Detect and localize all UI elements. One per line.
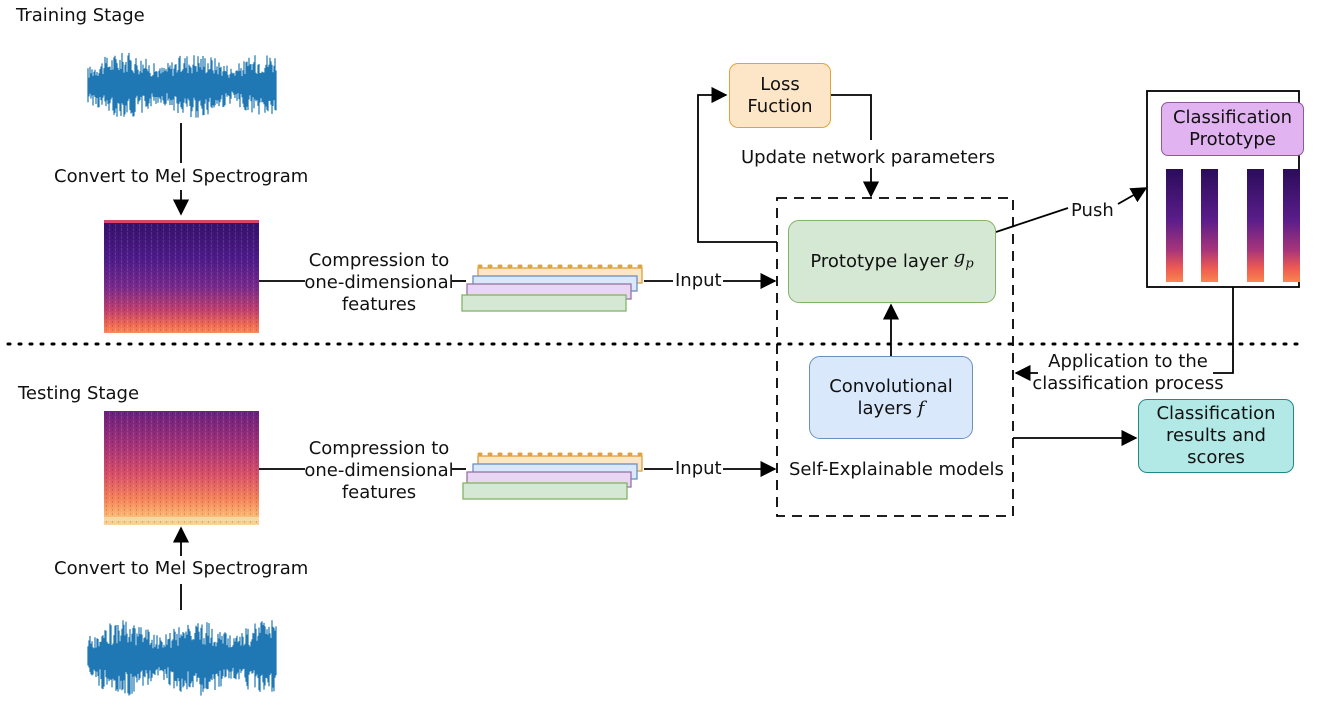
waveform-trace [87, 620, 277, 696]
conv-line2: layers f [858, 398, 925, 420]
train-compression-line1: Compression to [308, 250, 450, 271]
update-network-label: Update network parameters [741, 147, 996, 168]
test-compression-line2: one-dimensional [304, 460, 454, 481]
training-feature-stack [461, 264, 650, 312]
loss-line2: Fuction [747, 95, 813, 117]
prototype-bar-1 [1166, 169, 1183, 282]
train-compression-line2: one-dimensional [304, 272, 454, 293]
prototype-symbol: gp [954, 247, 974, 276]
prototype-symbol-main: g [953, 247, 966, 269]
prototype-symbol-sub: p [965, 256, 974, 272]
loss-feedback-arrow [697, 86, 777, 243]
application-label: Application to the classification proces… [1028, 351, 1228, 395]
convolutional-layers-box: Convolutional layers f [809, 356, 973, 439]
results-line3: scores [1187, 447, 1245, 468]
application-line1: Application to the [1048, 351, 1208, 372]
waveform-trace [87, 52, 277, 118]
classification-prototype-line1: Classification [1172, 107, 1293, 128]
push-label: Push [1071, 200, 1114, 221]
training-waveform [87, 52, 277, 118]
loss-function-box: Loss Fuction [729, 63, 831, 128]
test-convert-label: Convert to Mel Spectrogram [54, 558, 309, 579]
prototype-layer-box: Prototype layer gp [788, 220, 996, 303]
conv-symbol: f [917, 397, 925, 419]
conv-line1: Convolutional [829, 375, 953, 397]
conv-line2-text: layers [857, 397, 913, 419]
testing-stage-label: Testing Stage [18, 383, 140, 404]
train-compression-line3: features [341, 294, 417, 315]
self-explainable-container [776, 197, 1014, 517]
application-line2: classification process [1032, 373, 1224, 394]
training-stage-label: Training Stage [16, 5, 145, 26]
self-explainable-label: Self-Explainable models [789, 459, 1004, 480]
prototype-bar-2 [1201, 169, 1218, 282]
loss-line1: Loss [760, 73, 800, 95]
prototype-layer-label: Prototype layer [810, 250, 949, 272]
push-arrow [1117, 187, 1148, 205]
testing-waveform [87, 620, 277, 696]
classification-results-box: Classification results and scores [1138, 399, 1294, 473]
train-input-label: Input [675, 270, 722, 291]
classification-prototype-line2: Prototype [1189, 129, 1276, 150]
train-convert-label: Convert to Mel Spectrogram [54, 166, 309, 187]
train-compression-label: Compression to one-dimensional features [303, 250, 455, 316]
test-compression-line1: Compression to [308, 438, 450, 459]
test-compression-line3: features [341, 482, 417, 503]
classification-prototype-title: Classification Prototype [1161, 102, 1304, 156]
prototype-bar-4 [1283, 169, 1300, 282]
prototype-bar-3 [1247, 169, 1264, 282]
test-compression-label: Compression to one-dimensional features [303, 438, 455, 504]
results-line2: results and [1166, 425, 1266, 446]
results-line1: Classification [1156, 403, 1276, 424]
testing-feature-stack [462, 452, 650, 500]
test-input-label: Input [675, 458, 722, 479]
